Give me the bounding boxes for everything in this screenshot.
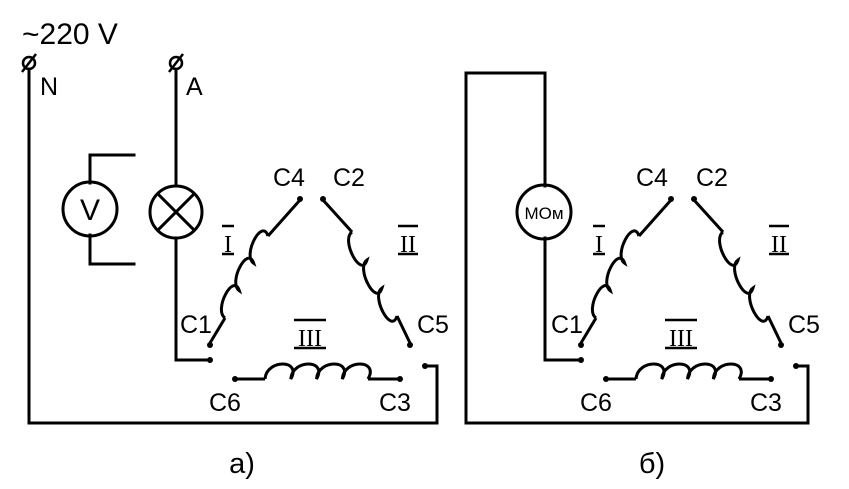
terminal-c5-b: C5 [788, 311, 820, 339]
lamp-icon [148, 184, 204, 240]
terminal-c1-a: C1 [180, 311, 212, 339]
terminal-dot-supply-n [422, 363, 428, 369]
terminal-dot-c3 [768, 376, 774, 382]
terminal-c3-b: C3 [750, 389, 782, 417]
terminal-dot-c5 [407, 342, 413, 348]
terminal-c2-b: C2 [696, 164, 728, 192]
circuit-b-wires [464, 71, 810, 425]
winding-2-coil [347, 230, 399, 323]
terminal-c6-b: C6 [580, 389, 612, 417]
winding-1-coil [219, 229, 270, 320]
terminal-dot-c2 [691, 196, 697, 202]
winding-1-label-a: I [224, 232, 232, 258]
terminal-dot-c6 [603, 376, 609, 382]
winding-3-label-a: III [298, 326, 322, 352]
terminal-dot-c3 [397, 376, 403, 382]
terminal-dot-c1 [207, 342, 213, 348]
winding-2-coil [718, 230, 770, 323]
terminal-c4-b: C4 [636, 164, 668, 192]
terminal-dot-supply-a [578, 357, 584, 363]
terminal-dot-c4 [668, 196, 674, 202]
supply-voltage-label: ~220 V [22, 18, 118, 51]
motor-windings-b [578, 196, 799, 382]
winding-1-label-b: I [595, 232, 603, 258]
winding-3-label-b: III [669, 326, 693, 352]
winding-2-label-a: II [400, 232, 416, 258]
terminal-dot-c5 [778, 342, 784, 348]
circuit-a-wires [27, 67, 439, 425]
terminal-dot-c6 [232, 376, 238, 382]
terminal-dot-c4 [297, 196, 303, 202]
terminal-dot-c1 [578, 342, 584, 348]
winding-3-coil [263, 362, 372, 380]
voltmeter: V [61, 180, 119, 238]
caption-b: б) [639, 448, 665, 480]
terminal-c1-b: C1 [551, 311, 583, 339]
neutral-label: N [40, 73, 58, 101]
winding-1-coil [590, 229, 641, 320]
terminal-dot-supply-n [793, 363, 799, 369]
winding-2-label-b: II [771, 232, 787, 258]
terminal-c5-a: C5 [417, 311, 449, 339]
terminal-c4-a: C4 [273, 164, 305, 192]
winding-3-coil [634, 362, 743, 380]
terminal-dot-c2 [320, 196, 326, 202]
megohmmeter-symbol: МОм [524, 204, 563, 223]
terminal-c2-a: C2 [333, 164, 365, 192]
terminal-c3-a: C3 [379, 389, 411, 417]
terminal-c6-a: C6 [209, 389, 241, 417]
megohmmeter: МОм [515, 183, 573, 241]
phase-label: A [186, 73, 203, 101]
caption-a: а) [229, 448, 255, 480]
terminal-dot-supply-a [207, 357, 213, 363]
motor-windings-a [207, 196, 428, 382]
voltmeter-symbol: V [80, 194, 100, 227]
